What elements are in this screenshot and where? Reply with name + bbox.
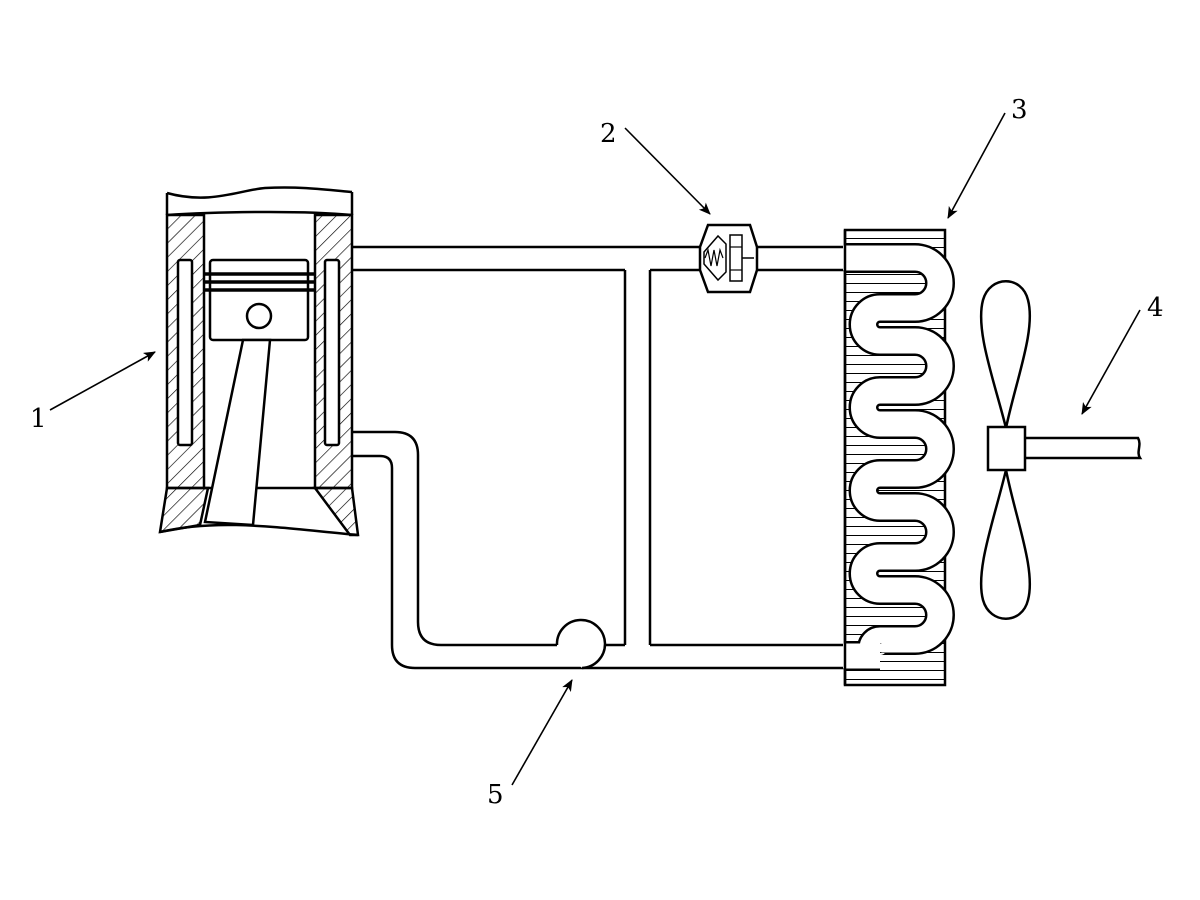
callout-label-2: 2 <box>600 119 617 149</box>
connecting-rod <box>203 338 272 527</box>
callout-label-3: 3 <box>1011 95 1028 125</box>
piston-pin <box>245 302 273 330</box>
lower-hose <box>352 430 845 670</box>
engine-cylinder <box>158 186 360 537</box>
fan-blade-upper <box>979 280 1032 429</box>
bypass-pipe <box>605 270 652 647</box>
thermostat-valve <box>698 223 759 294</box>
callout-label-4: 4 <box>1147 293 1164 323</box>
fan-shaft <box>1025 436 1143 460</box>
callout-label-1: 1 <box>30 404 47 434</box>
leader-3 <box>947 112 1006 219</box>
upper-hose <box>352 245 845 272</box>
fan-blade-lower <box>979 469 1032 620</box>
leader-2 <box>624 127 711 215</box>
crankcase-right <box>312 486 360 537</box>
cooling-fan <box>979 280 1143 620</box>
leader-1 <box>49 351 156 411</box>
fan-hub <box>986 425 1027 472</box>
water-pump <box>555 618 607 670</box>
radiator <box>843 228 955 687</box>
callout-leaders <box>49 112 1141 786</box>
callout-label-5: 5 <box>487 780 504 810</box>
leader-5 <box>511 679 573 786</box>
leader-4 <box>1081 309 1141 415</box>
water-jacket-right <box>323 258 341 447</box>
water-jacket-left <box>176 258 194 447</box>
block-top-edge <box>166 186 353 199</box>
